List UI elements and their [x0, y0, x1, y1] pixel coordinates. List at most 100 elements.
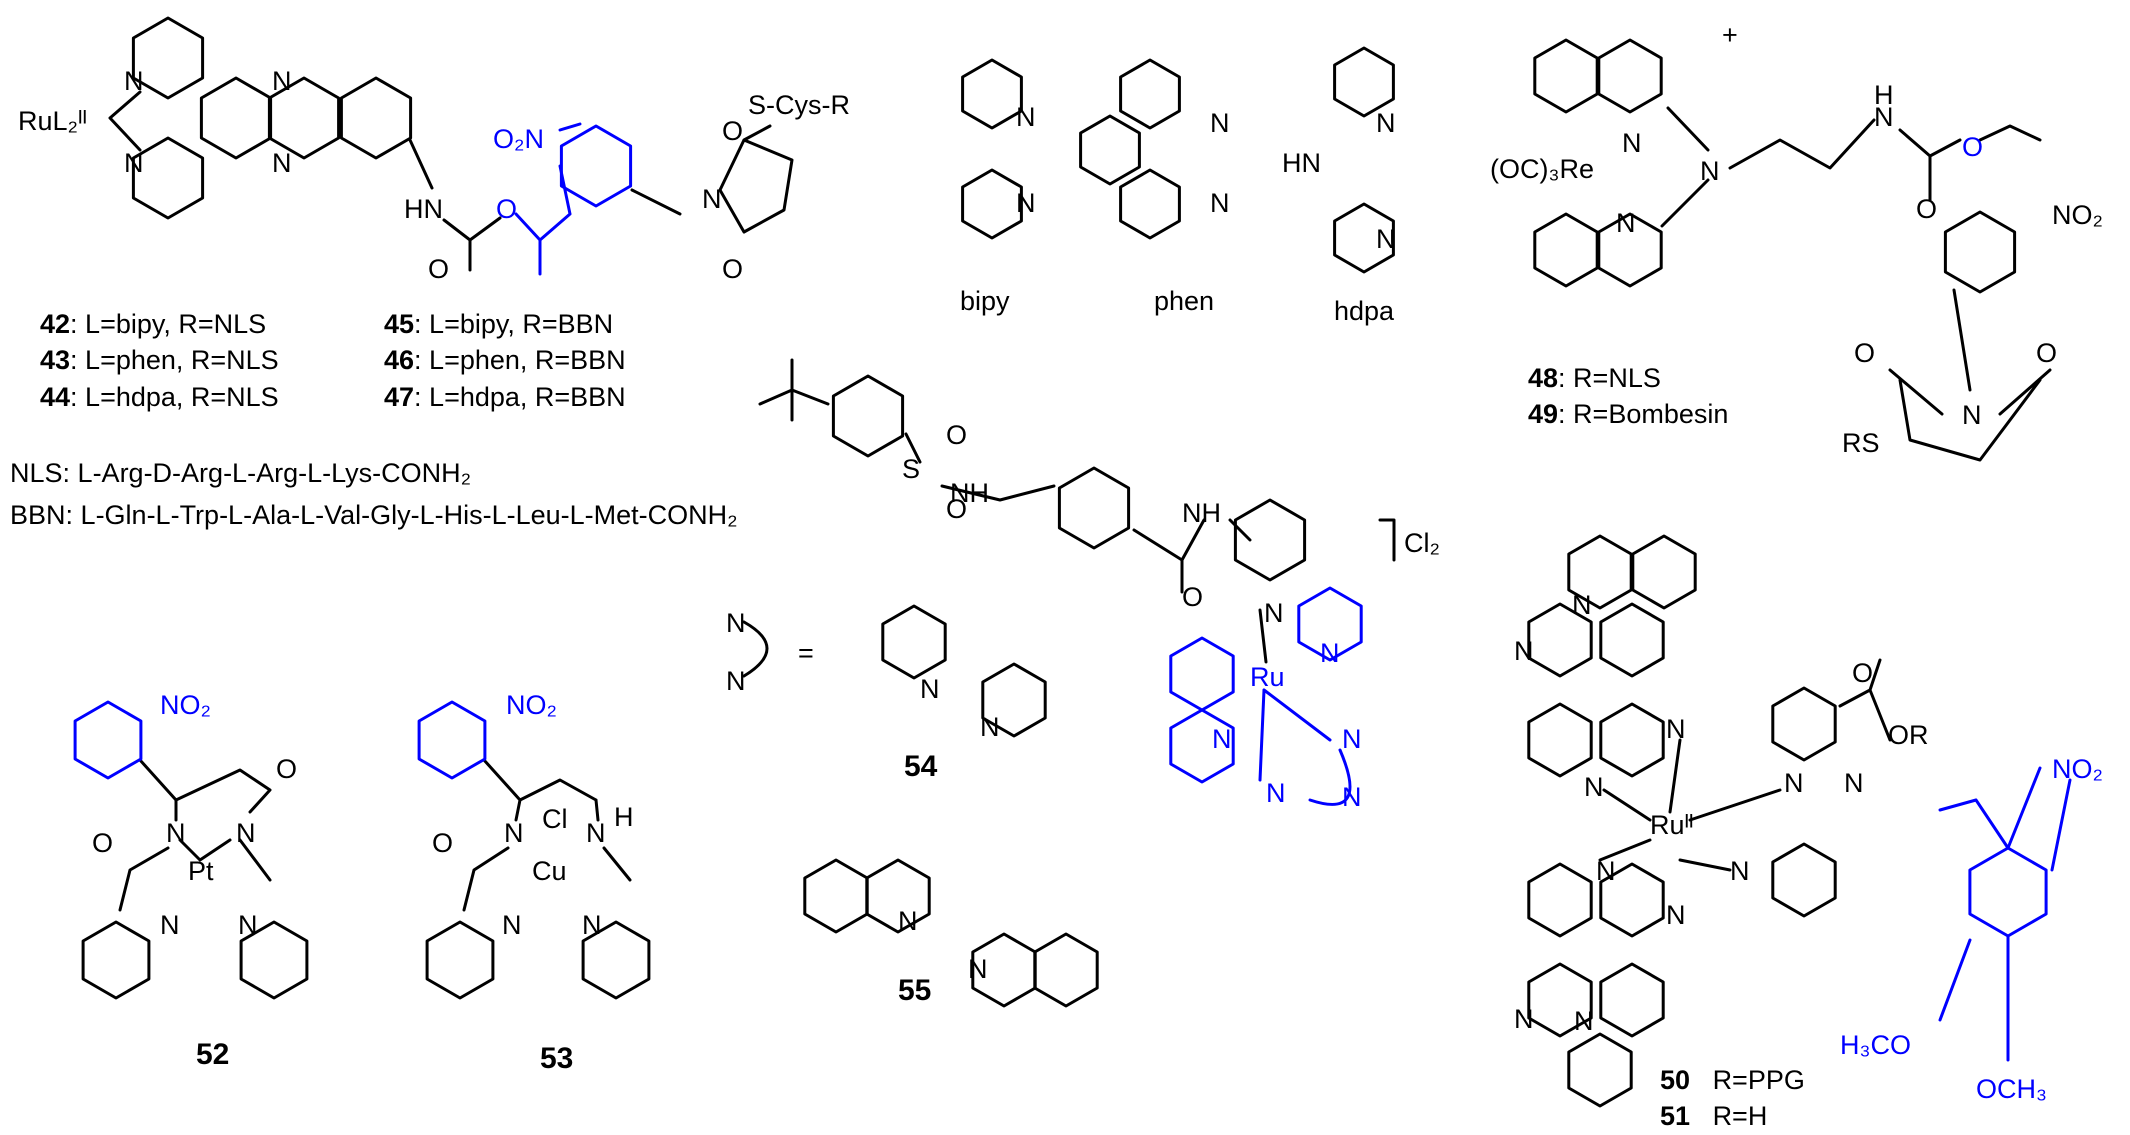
compound-row: 43: L=phen, R=NLS	[40, 345, 279, 376]
compound-row: 45: L=bipy, R=BBN	[384, 309, 614, 339]
nitrobenzyl-ring	[1943, 210, 2017, 294]
atom-n: N	[1666, 714, 1686, 744]
compound-row: 44: L=hdpa, R=NLS	[40, 381, 279, 412]
phenyl-ring	[831, 374, 905, 458]
ester-o: O	[496, 194, 518, 224]
atom-n: N	[1584, 772, 1604, 802]
atom-n: N	[1574, 1006, 1594, 1036]
atom-n: N	[1874, 102, 1894, 132]
atom-n: N	[1666, 900, 1686, 930]
compound-table-50-51: 50 R=PPG 51 R=H	[1660, 1062, 1805, 1135]
amine-h: H	[614, 802, 634, 832]
imide-o: O	[722, 116, 744, 146]
pyridine-n: N	[238, 910, 258, 940]
atom-n: N	[124, 66, 144, 96]
phenazine-ring	[1567, 1032, 1633, 1108]
atom-n: N	[1212, 724, 1232, 754]
phenazine-ring	[1599, 602, 1665, 678]
atom-n: N	[1844, 768, 1864, 798]
nh-label: HN	[404, 194, 443, 224]
ru-center: Ruᴵᴵ	[1650, 810, 1694, 840]
atom-n: N	[1572, 590, 1592, 620]
carbonyl-o: O	[92, 828, 114, 858]
atom-n: N	[1376, 224, 1396, 254]
phen-ring	[1527, 862, 1593, 938]
ester-or: OR	[1888, 720, 1929, 750]
pyridine-ring	[239, 920, 309, 1000]
pyridine-ring	[1771, 842, 1837, 918]
bidentate-n: N	[726, 666, 746, 696]
rs-label: RS	[1842, 428, 1880, 458]
amine-n: N	[586, 818, 606, 848]
phen-ring	[1079, 114, 1141, 186]
charge-plus: +	[1722, 20, 1738, 50]
bbn-sequence: BBN: L-Gln-L-Trp-L-Ala-L-Val-Gly-L-His-L…	[10, 500, 738, 530]
carbonyl-o: O	[1916, 194, 1938, 224]
nitro-label: NO₂	[160, 690, 211, 720]
amide-o: O	[1182, 582, 1204, 612]
nitro-label: O₂N	[493, 124, 544, 154]
ester-o: O	[1962, 132, 1984, 162]
compound-row: 42: L=bipy, R=NLS	[40, 309, 267, 339]
carbonyl-o: O	[276, 754, 298, 784]
succinimide	[630, 124, 794, 234]
hdpa-ring	[1333, 46, 1395, 118]
amide-nh: NH	[1182, 498, 1221, 528]
amide-linker	[1132, 518, 1252, 594]
succinimide	[1888, 288, 2052, 462]
atom-n: N	[1016, 188, 1036, 218]
sulfur-s: S	[902, 454, 921, 484]
nitrophenyl-ring	[73, 700, 143, 780]
compound-table-left: 42: L=bipy, R=NLS 43: L=phen, R=NLS 44: …	[40, 306, 279, 415]
pyridine-ring	[131, 16, 205, 100]
atom-n: N	[968, 954, 988, 984]
compound-row: 48: R=NLS	[1528, 363, 1661, 393]
central-ring	[199, 76, 273, 160]
pyridine-n: N	[1264, 598, 1284, 628]
atom-n: N	[1210, 108, 1230, 138]
phen-ring	[1119, 58, 1181, 130]
phen-ring	[1599, 702, 1665, 778]
atom-n: N	[980, 712, 1000, 742]
phenazine-ring	[1527, 962, 1593, 1038]
atom-n: N	[1616, 208, 1636, 238]
amide-n: N	[166, 818, 186, 848]
atom-n: N	[1730, 856, 1750, 886]
bidentate-n: N	[726, 608, 746, 638]
atom-n: N	[1320, 638, 1340, 668]
pyridine-n: N	[502, 910, 522, 940]
ppg-ring	[1968, 846, 2048, 938]
ligand-bipy: bipy	[960, 286, 1010, 316]
linker	[758, 358, 1056, 502]
imide-o: O	[2036, 338, 2058, 368]
quinoline-ring	[1033, 932, 1099, 1008]
compound-row: 47: L=hdpa, R=BBN	[384, 381, 626, 412]
pyrimidine-ring	[1771, 686, 1837, 762]
compound-55-number: 55	[898, 974, 932, 1007]
atom-n: N	[1622, 128, 1642, 158]
bipyridyl-ring	[1297, 586, 1363, 662]
carbonyl-o: O	[1852, 658, 1874, 688]
phenyl-ring	[1057, 466, 1131, 550]
atom-n: N	[1700, 156, 1720, 186]
quinoline-ring	[1533, 38, 1599, 114]
ppg-methoxy: H₃CO	[1840, 1030, 1911, 1060]
linker	[1660, 106, 1876, 228]
linker	[408, 138, 502, 272]
pyridine-ring	[81, 920, 151, 1000]
atom-n: N	[1376, 108, 1396, 138]
phenazine-ring	[1599, 962, 1665, 1038]
atom-n: N	[1016, 102, 1036, 132]
imide-o: O	[722, 254, 744, 284]
hdpa-ring	[1333, 202, 1395, 274]
atom-n: N	[1784, 768, 1804, 798]
pt-center: Pt	[188, 856, 214, 886]
chelate-arc	[742, 620, 769, 678]
ppg-bonds	[514, 122, 582, 276]
atom-n: N	[920, 674, 940, 704]
imide-n: N	[1962, 400, 1982, 430]
bracket	[1378, 518, 1396, 562]
pyrazine-ring	[267, 76, 341, 160]
quinoline-ring	[865, 858, 931, 934]
